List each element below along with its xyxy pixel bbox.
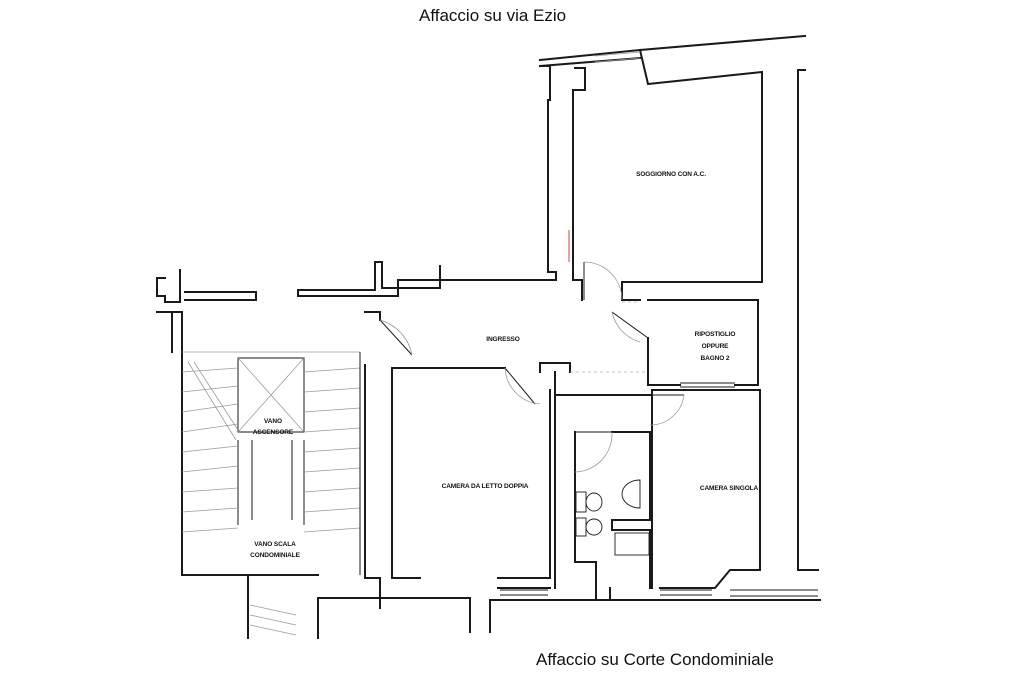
room-label-ripostiglio-1: RIPOSTIGLIO [695, 331, 736, 338]
room-label-camera-doppia: CAMERA DA LETTO DOPPIA [442, 483, 529, 490]
bathroom-fixtures [575, 479, 650, 556]
outer-walls [156, 34, 821, 639]
toilet-icon [585, 492, 603, 512]
room-label-camera-singola: CAMERA SINGOLA [700, 485, 759, 492]
bottom-orientation-label: Affaccio su Corte Condominiale [536, 650, 774, 669]
room-label-ripostiglio-3: BAGNO 2 [701, 355, 730, 362]
room-label-vano-scala-1: VANO SCALA [254, 541, 296, 548]
interior-walls [391, 299, 761, 601]
room-label-vano-ascensore-1: VANO [264, 418, 282, 425]
sink-icon [621, 479, 641, 509]
windows [500, 51, 818, 597]
doors [379, 261, 685, 473]
room-label-soggiorno: SOGGIORNO CON A.C. [636, 171, 706, 178]
shower-icon [614, 532, 650, 556]
bidet-icon [585, 518, 603, 536]
room-label-vano-scala-2: CONDOMINIALE [250, 552, 300, 559]
staircase [181, 351, 361, 636]
room-labels: SOGGIORNO CON A.C. INGRESSO RIPOSTIGLIO … [250, 171, 759, 559]
top-orientation-label: Affaccio su via Ezio [419, 6, 566, 25]
room-label-vano-ascensore-2: ASCENSORE [253, 429, 294, 436]
room-label-ingresso: INGRESSO [486, 336, 520, 343]
room-label-ripostiglio-2: OPPURE [702, 343, 730, 350]
